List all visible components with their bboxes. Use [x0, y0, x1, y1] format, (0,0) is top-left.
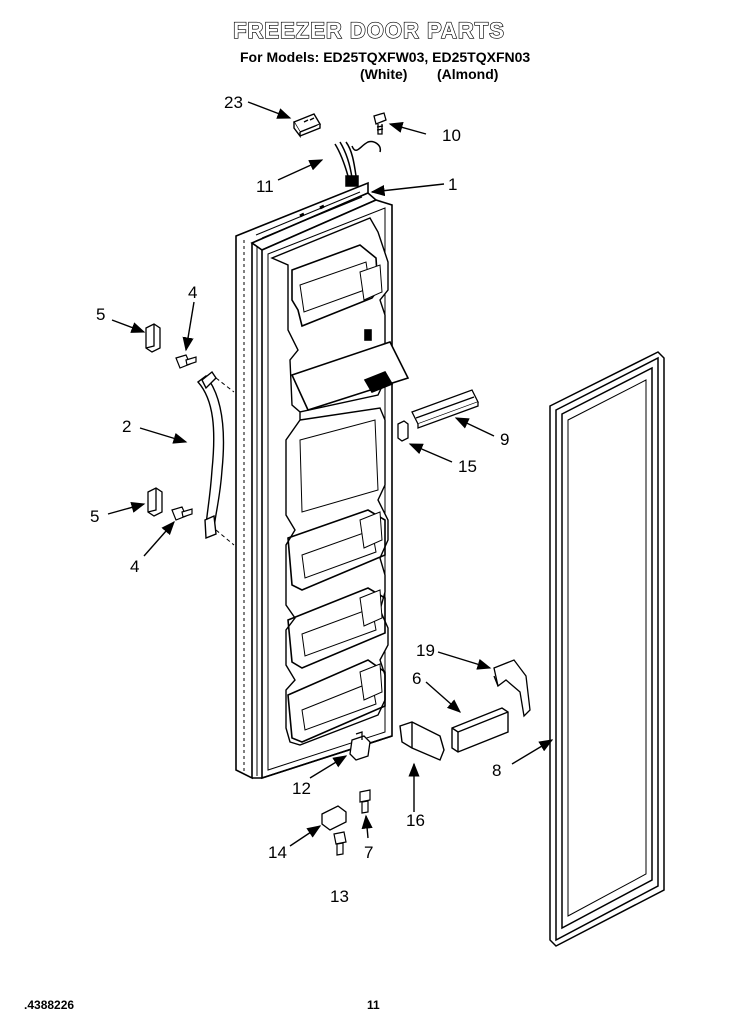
handle-cap-5-lower	[147, 487, 163, 517]
door-panel	[235, 181, 410, 780]
diagram-title: FREEZER DOOR PARTS	[232, 17, 505, 43]
bracket-19	[493, 659, 531, 718]
callout-19: 19	[416, 641, 435, 660]
callout-12: 12	[292, 779, 311, 798]
screw-4-lower	[171, 506, 193, 521]
models-line: For Models: ED25TQXFW03, ED25TQXFN03	[240, 49, 531, 65]
callout-8: 8	[492, 761, 501, 780]
hinge-bushing-12	[349, 731, 371, 761]
callout-23: 23	[224, 93, 243, 112]
callout-7: 7	[364, 843, 373, 862]
callout-4-upper: 4	[188, 283, 197, 302]
trim-strip-9	[411, 389, 479, 429]
door-gasket-8	[549, 351, 665, 947]
callout-6: 6	[412, 669, 421, 688]
door-handle-2	[196, 370, 235, 546]
callout-2: 2	[122, 417, 131, 436]
callout-16: 16	[406, 811, 425, 830]
wire-connector-23	[292, 113, 322, 139]
callout-9: 9	[500, 430, 509, 449]
callout-5-lower: 5	[90, 507, 99, 526]
variant-almond: (Almond)	[437, 66, 499, 82]
callout-11: 11	[256, 177, 274, 196]
callout-1: 1	[448, 175, 457, 194]
screw-7	[359, 789, 371, 814]
page-number: 11	[367, 998, 380, 1012]
callout-15: 15	[458, 457, 477, 476]
hinge-bracket-14	[321, 805, 347, 831]
panel-6	[451, 707, 509, 753]
screw-4-upper	[175, 354, 197, 369]
callout-13: 13	[330, 887, 349, 906]
callout-5-upper: 5	[96, 305, 105, 324]
wire-harness-11	[334, 140, 382, 187]
callout-4-lower: 4	[130, 557, 139, 576]
bracket-15	[397, 420, 409, 442]
doc-number: .4388226	[24, 998, 75, 1012]
handle-cap-5-upper	[145, 323, 161, 353]
leader-lines	[107, 101, 554, 847]
screw-10	[373, 112, 387, 135]
door-top-trim	[255, 191, 363, 239]
bracket-16	[399, 721, 445, 761]
screw-13	[333, 831, 347, 856]
callout-10: 10	[442, 126, 461, 145]
callout-14: 14	[268, 843, 287, 862]
variant-white: (White)	[360, 66, 408, 82]
